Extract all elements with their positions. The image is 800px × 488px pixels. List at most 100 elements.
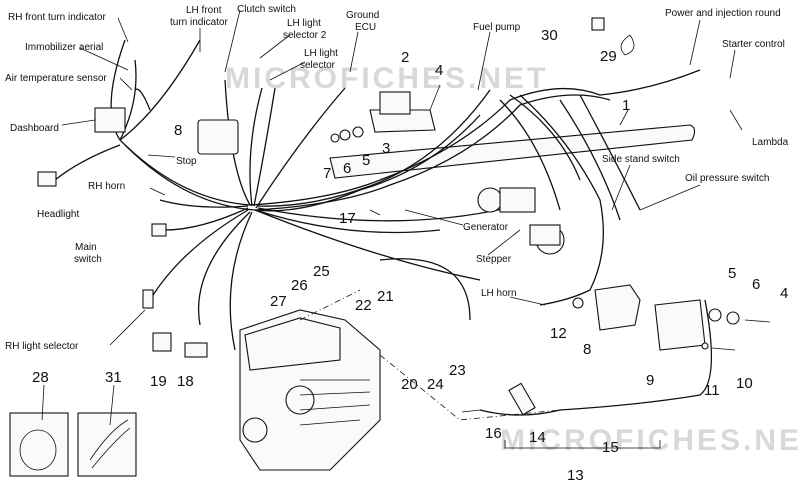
clip-29 — [620, 34, 635, 56]
part-number: 29 — [600, 48, 617, 65]
label-generator: Generator — [463, 222, 509, 233]
label-clutch-switch: Clutch switch — [237, 4, 296, 15]
part-number: 23 — [449, 362, 466, 379]
label-lh-light-sel-1: LH light — [304, 48, 338, 59]
screw-4 — [429, 84, 441, 111]
box-28 — [9, 412, 69, 477]
center-line-b — [299, 289, 361, 321]
label-main-switch-1: Main — [75, 242, 97, 253]
label-stop: Stop — [176, 156, 197, 167]
part-number: 4 — [780, 285, 788, 302]
connector-18 — [184, 342, 208, 358]
label-oil-pressure: Oil pressure switch — [685, 173, 769, 184]
part-number: 25 — [313, 263, 330, 280]
throttle-body — [477, 187, 565, 255]
screw-10 — [711, 347, 736, 351]
washer-6b — [726, 311, 740, 325]
part-number: 5 — [728, 265, 736, 282]
part-number: 1 — [622, 97, 630, 114]
part-number: 17 — [339, 210, 356, 227]
part-number: 5 — [362, 152, 370, 169]
part-number: 18 — [177, 373, 194, 390]
watermark-top: MICROFICHES.NET — [225, 62, 548, 95]
label-main-switch-2: switch — [74, 254, 102, 265]
part-number: 2 — [401, 49, 409, 66]
part-number: 9 — [646, 372, 654, 389]
main-switch-connector — [151, 223, 167, 237]
label-lh-light-sel2-1: LH light — [287, 18, 321, 29]
label-ground-ecu-1: Ground — [346, 10, 379, 21]
part-number: 14 — [529, 429, 546, 446]
label-immobilizer: Immobilizer aerial — [25, 42, 103, 53]
part-number: 4 — [435, 62, 443, 79]
center-line-a — [379, 354, 561, 421]
part-number: 20 — [401, 376, 418, 393]
part-number: 22 — [355, 297, 372, 314]
screw-4b — [744, 319, 771, 323]
washer-6 — [339, 129, 351, 141]
label-headlight: Headlight — [37, 209, 79, 220]
label-ground-ecu-2: ECU — [355, 22, 376, 33]
label-starter-control: Starter control — [722, 39, 785, 50]
label-rh-front-turn: RH front turn indicator — [8, 12, 106, 23]
part-number: 24 — [427, 376, 444, 393]
label-lambda: Lambda — [752, 137, 789, 148]
box-31 — [77, 412, 137, 477]
label-stepper: Stepper — [476, 254, 512, 265]
part-number: 28 — [32, 369, 49, 386]
bolt-30 — [591, 17, 605, 31]
label-lh-front-turn-2: turn indicator — [170, 17, 228, 28]
part-number: 8 — [583, 341, 591, 358]
part-number: 6 — [343, 160, 351, 177]
label-air-temp: Air temperature sensor — [5, 73, 107, 84]
part-number: 3 — [382, 140, 390, 157]
part-number: 12 — [550, 325, 567, 342]
part-number: 6 — [752, 276, 760, 293]
part-number: 30 — [541, 27, 558, 44]
label-dashboard: Dashboard — [10, 123, 59, 134]
part-number: 19 — [150, 373, 167, 390]
battery-cable — [479, 299, 713, 416]
part-number: 13 — [567, 467, 584, 484]
label-lh-horn: LH horn — [481, 288, 517, 299]
label-lh-front-turn-1: LH front — [186, 5, 222, 16]
label-fuel-pump: Fuel pump — [473, 22, 521, 33]
relay-right — [594, 284, 641, 331]
washer-11 — [701, 342, 709, 350]
cable-tie-28 — [19, 429, 57, 471]
fuse-19 — [152, 332, 172, 352]
rubber-12 — [572, 297, 584, 309]
cable-tie-31 — [89, 419, 131, 469]
label-lh-light-sel-2: selector — [300, 60, 336, 71]
part-number: 10 — [736, 375, 753, 392]
washer-5 — [352, 126, 364, 138]
nut-16 — [461, 409, 481, 413]
part-number: 11 — [704, 382, 720, 399]
label-rh-horn: RH horn — [88, 181, 125, 192]
engine-block — [239, 309, 381, 471]
relay-top — [197, 119, 239, 155]
bracket-13 — [504, 440, 661, 449]
part-number: 26 — [291, 277, 308, 294]
label-rh-light-selector: RH light selector — [5, 341, 79, 352]
label-lh-light-sel2-2: selector 2 — [283, 30, 327, 41]
leader-lines — [41, 9, 743, 426]
watermark-bottom: MICROFICHES.NET — [500, 424, 800, 457]
part-number: 15 — [602, 439, 619, 456]
headlight-connector — [37, 171, 57, 187]
part-number: 8 — [174, 122, 182, 139]
part-number: 27 — [270, 293, 287, 310]
part-number: 31 — [105, 369, 122, 386]
rh-light-selector-connector — [142, 289, 154, 309]
part-number: 21 — [377, 288, 394, 305]
cable-boot-14 — [508, 382, 536, 416]
part-number: 7 — [323, 165, 331, 182]
washer-7 — [330, 133, 340, 143]
bush-5 — [708, 308, 722, 322]
relay-bracket — [654, 299, 706, 351]
ecu-sensor — [379, 91, 411, 115]
dashboard-connector — [94, 107, 126, 133]
label-power-injection: Power and injection round — [665, 8, 781, 19]
